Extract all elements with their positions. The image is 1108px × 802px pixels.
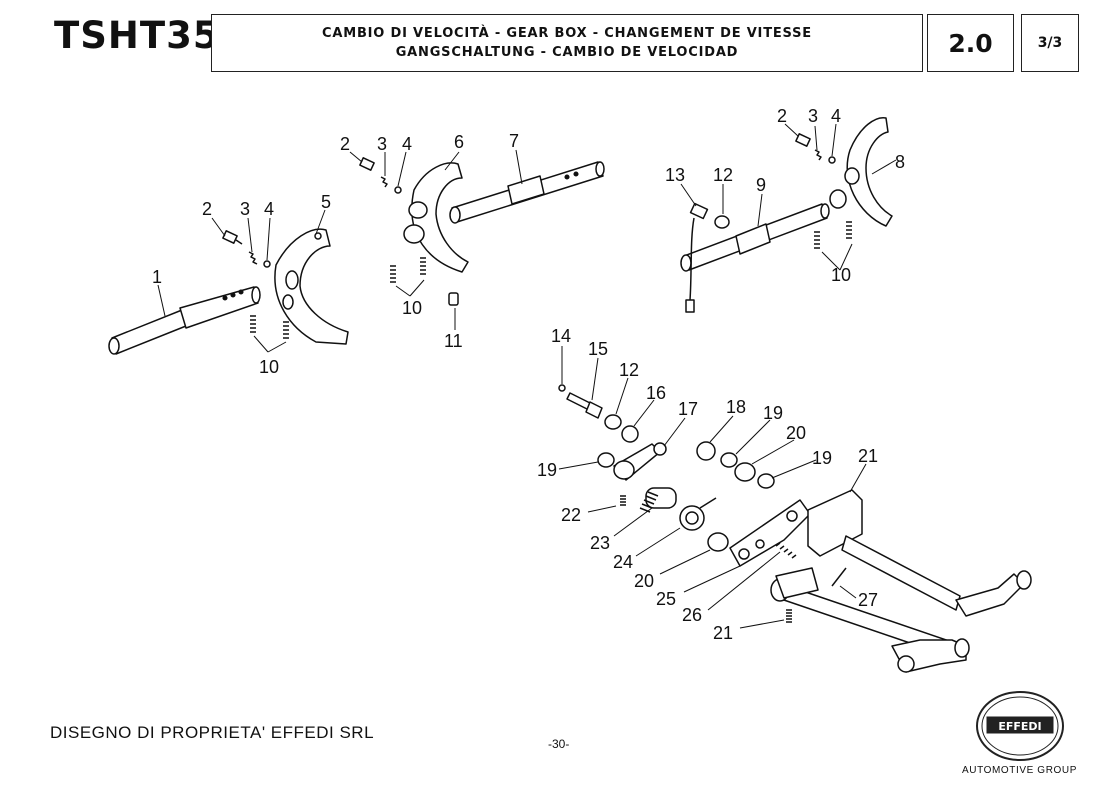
springs-10b (390, 257, 426, 283)
ball-4b (394, 186, 402, 194)
bolt-2c (795, 133, 811, 147)
leader-lines (157, 123, 897, 629)
springs-10c (814, 221, 852, 249)
callout-26: 26 (682, 605, 702, 625)
pin-11 (448, 292, 459, 306)
callout-15: 15 (588, 339, 608, 359)
section-number: 2.0 (927, 14, 1014, 72)
callout-4b: 4 (402, 134, 412, 154)
bolt-2a (222, 230, 243, 245)
spring-22 (620, 495, 626, 506)
spring-26 (775, 542, 797, 559)
ball-4c (828, 156, 836, 164)
callout-10a: 10 (259, 357, 279, 377)
callout-3c: 3 (808, 106, 818, 126)
logo-text: EFFEDI (998, 720, 1041, 733)
callout-12a: 12 (713, 165, 733, 185)
callout-14: 14 (551, 326, 571, 346)
callout-2a: 2 (202, 199, 212, 219)
ball-4a (263, 260, 271, 268)
ring-14 (558, 384, 566, 392)
callout-10b: 10 (402, 298, 422, 318)
callout-24: 24 (613, 552, 633, 572)
callout-20b: 20 (634, 571, 654, 591)
plate-25 (729, 499, 811, 567)
callout-9: 9 (756, 175, 766, 195)
bushing-16 (621, 425, 639, 443)
clip-19b (720, 452, 738, 468)
callout-8: 8 (895, 152, 905, 172)
callout-21a: 21 (858, 446, 878, 466)
fork-8 (829, 117, 893, 227)
spring-21 (786, 609, 792, 623)
ownership-notice: DISEGNO DI PROPRIETA' EFFEDI SRL (50, 723, 375, 742)
callout-22: 22 (561, 505, 581, 525)
callout-5: 5 (321, 192, 331, 212)
page-indicator: 3/3 (1021, 14, 1079, 72)
callout-labels: 1 2 3 4 5 10 2 3 4 6 7 10 11 2 3 4 8 13 … (152, 106, 905, 643)
shaft-7 (449, 161, 605, 224)
callout-4a: 4 (264, 199, 274, 219)
callout-19a: 19 (537, 460, 557, 480)
callout-1: 1 (152, 267, 162, 287)
spring-3a (248, 251, 258, 265)
callout-6: 6 (454, 132, 464, 152)
spring-23 (639, 487, 677, 513)
callout-17: 17 (678, 399, 698, 419)
title-line-2: GANGSCHALTUNG - CAMBIO DE VELOCIDAD (395, 45, 739, 60)
title-box: CAMBIO DI VELOCITÀ - GEAR BOX - CHANGEME… (211, 14, 923, 72)
torsion-spring-24 (679, 497, 717, 531)
callout-3b: 3 (377, 134, 387, 154)
spring-3c (814, 149, 822, 161)
callout-10c: 10 (831, 265, 851, 285)
spring-3b (380, 176, 388, 188)
bolt-2b (359, 157, 375, 171)
callout-27: 27 (858, 590, 878, 610)
callout-18: 18 (726, 397, 746, 417)
plug-18 (696, 441, 716, 461)
callout-11: 11 (444, 331, 463, 351)
pin-27 (831, 567, 847, 587)
callout-3a: 3 (240, 199, 250, 219)
effedi-logo: EFFEDI (976, 691, 1064, 761)
pin-15 (566, 392, 603, 419)
callout-23: 23 (590, 533, 610, 553)
page-number: -30- (548, 737, 570, 751)
callout-20a: 20 (786, 423, 806, 443)
switch-13 (685, 202, 709, 313)
title-line-1: CAMBIO DI VELOCITÀ - GEAR BOX - CHANGEME… (322, 26, 812, 41)
callout-2c: 2 (777, 106, 787, 126)
callout-19b: 19 (763, 403, 783, 423)
selector-assembly-21 (770, 489, 1032, 673)
washer-12a (714, 215, 730, 229)
callout-7: 7 (509, 131, 519, 151)
callout-2b: 2 (340, 134, 350, 154)
lever-17 (613, 442, 667, 481)
callout-13: 13 (665, 165, 685, 185)
shaft-1 (108, 286, 261, 355)
washer-20b (707, 532, 729, 552)
washer-20a (734, 462, 756, 482)
washer-12b (604, 414, 622, 430)
callout-19c: 19 (812, 448, 832, 468)
fork-5 (274, 228, 349, 345)
clip-19a (597, 452, 615, 468)
model-code: TSHT35 (54, 14, 220, 57)
springs-10a (250, 315, 289, 339)
callout-25: 25 (656, 589, 676, 609)
clip-19c (757, 473, 775, 489)
callout-16: 16 (646, 383, 666, 403)
fork-6 (403, 162, 469, 273)
group-caption: AUTOMOTIVE GROUP (962, 765, 1077, 776)
callout-21b: 21 (713, 623, 733, 643)
callout-12b: 12 (619, 360, 639, 380)
callout-4c: 4 (831, 106, 841, 126)
